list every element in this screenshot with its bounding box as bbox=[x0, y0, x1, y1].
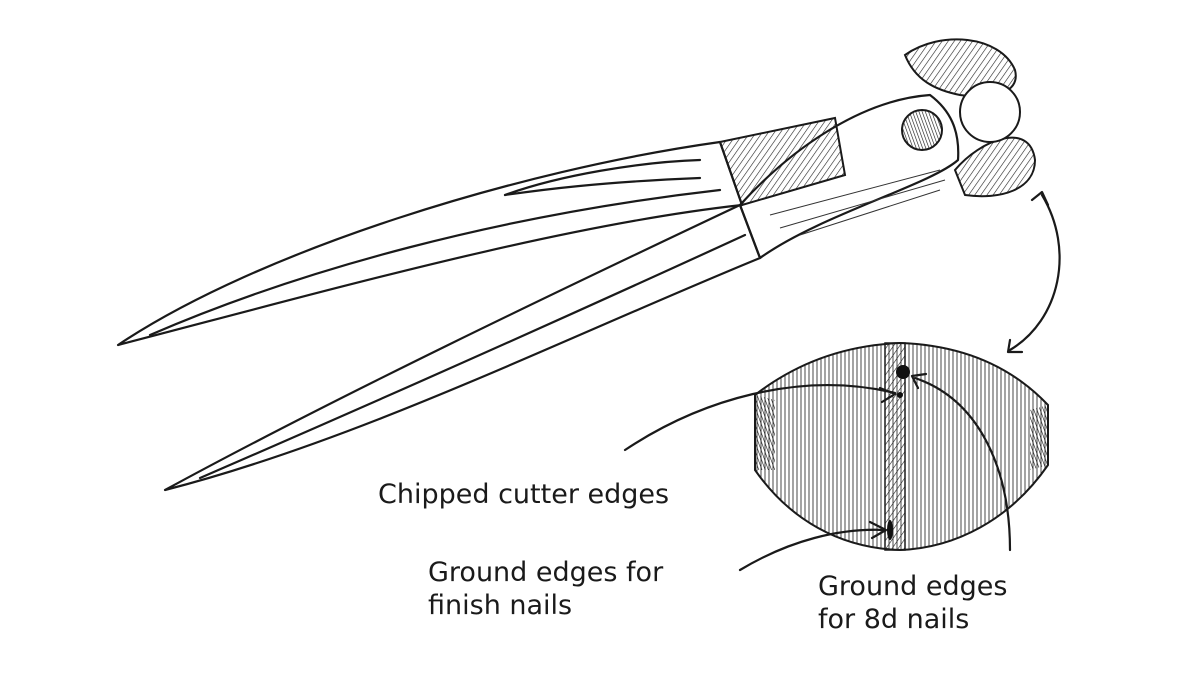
double-arrow bbox=[1008, 193, 1061, 352]
label-ground-edges-finish-nails: Ground edges for finish nails bbox=[428, 556, 663, 622]
label-line: for 8d nails bbox=[818, 604, 970, 635]
label-chipped-cutter-edges: Chipped cutter edges bbox=[378, 479, 670, 510]
cutter-end-view bbox=[754, 341, 1049, 552]
upper-handle bbox=[116, 140, 744, 347]
jaw-head bbox=[738, 38, 1037, 260]
label-line: Ground edges for bbox=[428, 557, 664, 588]
label-line: Ground edges bbox=[818, 571, 1008, 602]
label-line: finish nails bbox=[428, 590, 573, 621]
lower-handle bbox=[163, 203, 762, 492]
leader-lines bbox=[623, 372, 1012, 572]
label-ground-edges-8d-nails: Ground edges for 8d nails bbox=[818, 570, 1007, 636]
